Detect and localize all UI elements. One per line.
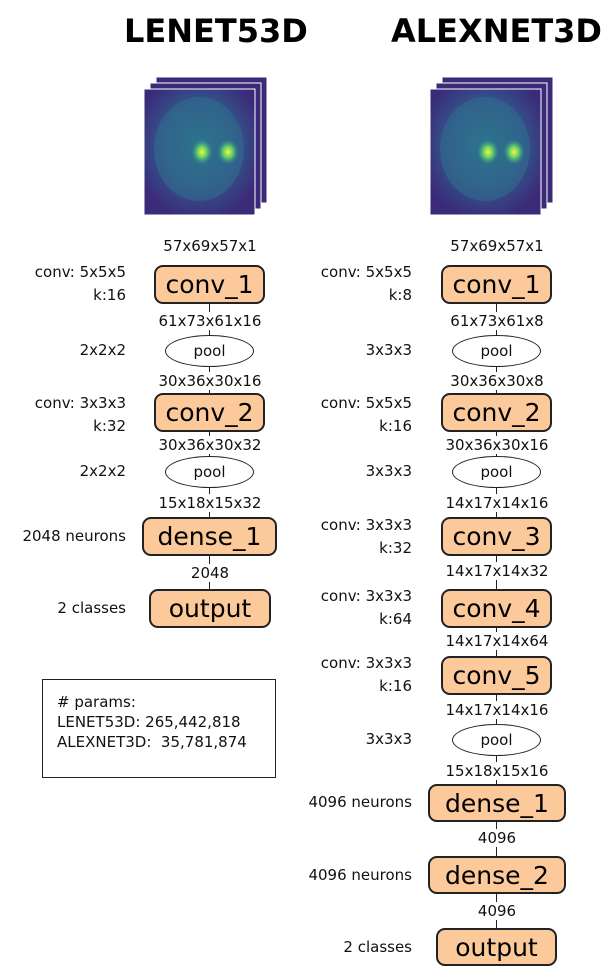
alexnet-pool2-layer: pool: [452, 456, 541, 488]
alexnet-dense2-layer: dense_2: [428, 856, 566, 894]
lenet-dense1-output-dim: 2048: [130, 564, 290, 582]
alexnet-conv2-output-dim: 30x36x30x16: [417, 436, 577, 454]
lenet-conv1-params: conv: 5x5x5 k:16: [34, 263, 126, 304]
lenet-dense1-layer: dense_1: [142, 517, 277, 556]
lenet-dense1-params: 2048 neurons: [22, 527, 126, 545]
lenet-pool1-layer: pool: [165, 335, 254, 367]
alexnet-dense1-params: 4096 neurons: [308, 793, 412, 811]
alexnet-pool2-params: 3x3x3: [365, 462, 412, 480]
alexnet-pool1-layer: pool: [452, 335, 541, 367]
params-heading: # params:: [57, 693, 136, 711]
alexnet-conv2-params: conv: 5x5x5 k:16: [320, 394, 412, 435]
alexnet-output-layer: output: [436, 928, 557, 966]
lenet-pool2-layer: pool: [165, 456, 254, 488]
alexnet-title: ALEXNET3D: [391, 12, 601, 50]
lenet-pool1-output-dim: 30x36x30x16: [130, 372, 290, 390]
lenet-pool2-params: 2x2x2: [79, 462, 126, 480]
alexnet-conv2-layer: conv_2: [441, 393, 552, 432]
alexnet-output-params: 2 classes: [343, 938, 412, 956]
alexnet-dense2-output-dim: 4096: [417, 902, 577, 920]
lenet-pool2-output-dim: 15x18x15x32: [130, 494, 290, 512]
alexnet-conv1-params: conv: 5x5x5 k:8: [320, 263, 412, 304]
alexnet-pool3-params: 3x3x3: [365, 730, 412, 748]
alexnet-conv3-layer: conv_3: [441, 517, 552, 556]
lenet-input-brain-image: [144, 77, 268, 216]
params-box: # params: LENET53D: 265,442,818 ALEXNET3…: [42, 679, 276, 778]
alexnet-conv5-output-dim: 14x17x14x16: [417, 701, 577, 719]
alexnet-input-dim: 57x69x57x1: [417, 237, 577, 255]
alexnet-input-brain-image: [430, 77, 554, 216]
lenet-pool1-params: 2x2x2: [79, 341, 126, 359]
alexnet-pool3-output-dim: 15x18x15x16: [417, 762, 577, 780]
lenet-output-layer: output: [149, 589, 271, 628]
alexnet-dense1-layer: dense_1: [428, 784, 566, 822]
alexnet-dense1-output-dim: 4096: [417, 829, 577, 847]
alexnet-conv3-output-dim: 14x17x14x32: [417, 562, 577, 580]
alexnet-conv5-layer: conv_5: [441, 656, 552, 695]
alexnet-pool3-layer: pool: [452, 724, 541, 756]
params-alexnet: ALEXNET3D: 35,781,874: [57, 733, 247, 751]
alexnet-conv4-layer: conv_4: [441, 589, 552, 628]
lenet-conv2-output-dim: 30x36x30x32: [130, 436, 290, 454]
alexnet-dense2-params: 4096 neurons: [308, 866, 412, 884]
lenet-conv1-output-dim: 61x73x61x16: [130, 312, 290, 330]
lenet-conv2-params: conv: 3x3x3 k:32: [34, 394, 126, 435]
alexnet-conv3-params: conv: 3x3x3 k:32: [320, 516, 412, 557]
alexnet-pool1-output-dim: 30x36x30x8: [417, 372, 577, 390]
lenet-conv2-layer: conv_2: [154, 393, 265, 432]
alexnet-pool2-output-dim: 14x17x14x16: [417, 494, 577, 512]
lenet-conv1-layer: conv_1: [154, 265, 265, 304]
alexnet-conv4-params: conv: 3x3x3 k:64: [320, 587, 412, 628]
alexnet-conv1-output-dim: 61x73x61x8: [417, 312, 577, 330]
lenet-output-params: 2 classes: [57, 599, 126, 617]
alexnet-pool1-params: 3x3x3: [365, 341, 412, 359]
alexnet-conv5-params: conv: 3x3x3 k:16: [320, 654, 412, 695]
lenet-input-dim: 57x69x57x1: [130, 237, 290, 255]
params-lenet: LENET53D: 265,442,818: [57, 713, 241, 731]
alexnet-conv4-output-dim: 14x17x14x64: [417, 632, 577, 650]
lenet-title: LENET53D: [124, 12, 308, 50]
alexnet-conv1-layer: conv_1: [441, 265, 552, 304]
